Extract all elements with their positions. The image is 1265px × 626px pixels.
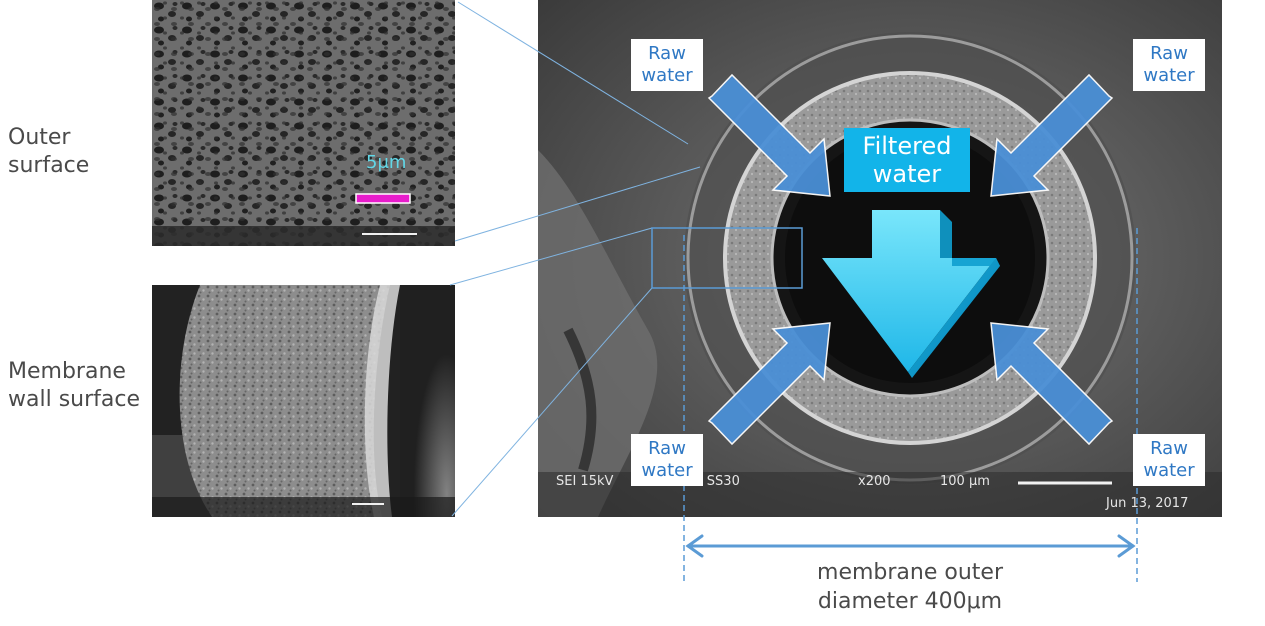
raw-water-callout-bottom-right: Raw water bbox=[1133, 434, 1205, 486]
porous-texture bbox=[152, 0, 455, 246]
leader-line-outer-bottom bbox=[454, 166, 701, 242]
raw-water-callout-top-left: Raw water bbox=[631, 39, 703, 91]
sem-info-date: Jun 13, 2017 bbox=[1106, 496, 1189, 511]
outer-surface-label: Outer surface bbox=[8, 125, 90, 178]
scale-bar-label: 5μm bbox=[366, 152, 407, 173]
raw-water-callout-top-right: Raw water bbox=[1133, 39, 1205, 91]
dimension-caption: membrane outer diameter 400μm bbox=[760, 558, 1060, 616]
leader-line-wall-top bbox=[449, 227, 653, 286]
scale-bar bbox=[355, 193, 411, 204]
wall-cross-section bbox=[152, 285, 455, 517]
leader-line-wall-bottom bbox=[451, 287, 653, 517]
sem-info-left: SEI 15kV bbox=[556, 474, 614, 489]
raw-water-arrow-top-right bbox=[990, 73, 1114, 197]
filtered-water-label: Filtered water bbox=[844, 128, 970, 192]
sem-info-scale: 100 μm bbox=[940, 474, 990, 489]
raw-water-arrow-top-left bbox=[707, 73, 831, 197]
raw-water-arrow-bottom-right bbox=[990, 322, 1114, 446]
dimension-caption-line-2: diameter 400μm bbox=[817, 589, 1003, 614]
membrane-wall-surface-label: Membrane wall surface bbox=[8, 359, 140, 412]
wall-detail-box bbox=[651, 227, 803, 289]
leader-line-outer-top bbox=[457, 1, 689, 145]
sem-info-magnification: x200 bbox=[858, 474, 891, 489]
raw-water-arrow-bottom-left bbox=[707, 322, 831, 446]
dimension-arrow bbox=[685, 534, 1136, 558]
outer-surface-micrograph: 5μm bbox=[152, 0, 455, 246]
membrane-wall-micrograph bbox=[152, 285, 455, 517]
filtered-water-arrow bbox=[822, 210, 1000, 378]
dimension-caption-line-1: membrane outer bbox=[817, 560, 1003, 585]
raw-water-callout-bottom-left: Raw water bbox=[631, 434, 703, 486]
